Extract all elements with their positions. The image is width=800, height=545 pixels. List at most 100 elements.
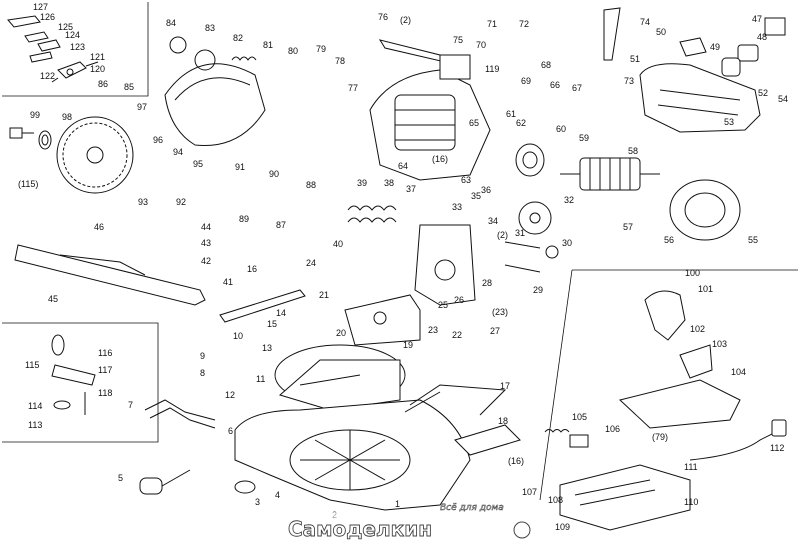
callout-82: 82 xyxy=(233,33,243,43)
callout-94: 94 xyxy=(173,147,183,157)
callout-16: 16 xyxy=(247,264,257,274)
callout-66: 66 xyxy=(550,80,560,90)
table-insert-15 xyxy=(219,289,306,323)
upper-blade-guard xyxy=(164,36,266,147)
stator xyxy=(669,179,741,241)
callout-59: 59 xyxy=(579,133,589,143)
callout-12: 12 xyxy=(225,390,235,400)
callout-41: 41 xyxy=(223,277,233,287)
bracketed-callout: (16) xyxy=(432,154,448,164)
callout-64: 64 xyxy=(398,161,408,171)
callout-52: 52 xyxy=(758,88,768,98)
washer-114 xyxy=(53,400,71,410)
callout-40: 40 xyxy=(333,239,343,249)
base-4 xyxy=(234,399,471,511)
callout-8: 8 xyxy=(200,368,205,378)
callout-3: 3 xyxy=(255,497,260,507)
callout-100: 100 xyxy=(685,268,700,278)
blade-bolt xyxy=(9,127,34,139)
callout-10: 10 xyxy=(233,331,243,341)
callout-126: 126 xyxy=(40,12,55,22)
callout-68: 68 xyxy=(541,60,551,70)
callout-55: 55 xyxy=(748,235,758,245)
turntable-13 xyxy=(274,344,406,411)
handle-assembly xyxy=(639,63,761,133)
callout-17: 17 xyxy=(500,381,510,391)
callout-33: 33 xyxy=(452,202,462,212)
callout-45: 45 xyxy=(48,294,58,304)
callout-109: 109 xyxy=(555,522,570,532)
callout-14: 14 xyxy=(276,308,286,318)
callout-13: 13 xyxy=(262,343,272,353)
callout-28: 28 xyxy=(482,278,492,288)
saw-blade xyxy=(56,116,134,194)
gear-icon xyxy=(513,521,531,539)
callout-36: 36 xyxy=(481,185,491,195)
handle-cover-101 xyxy=(644,290,686,341)
callout-32: 32 xyxy=(564,195,574,205)
motor-arm-housing xyxy=(369,39,491,181)
callout-119: 119 xyxy=(485,64,499,74)
callout-102: 102 xyxy=(690,324,705,334)
callout-99: 99 xyxy=(30,110,40,120)
callout-5: 5 xyxy=(118,473,123,483)
pivot-arm-26 xyxy=(414,224,476,306)
callout-62: 62 xyxy=(516,118,526,128)
watermark-tagline: Всё для дома xyxy=(440,503,504,513)
callout-46: 46 xyxy=(94,222,104,232)
callout-114: 114 xyxy=(28,401,42,411)
callout-90: 90 xyxy=(269,169,279,179)
callout-20: 20 xyxy=(336,328,346,338)
callout-48: 48 xyxy=(757,32,767,42)
callout-70: 70 xyxy=(476,40,486,50)
callout-53: 53 xyxy=(724,117,734,127)
callout-35: 35 xyxy=(471,191,481,201)
callout-labels: 1234567891011121314151617181920212223242… xyxy=(25,2,788,532)
switch-106 xyxy=(569,434,589,448)
callout-56: 56 xyxy=(664,235,674,245)
spring-105 xyxy=(544,429,570,433)
rod-7 xyxy=(144,399,216,429)
callout-9: 9 xyxy=(200,351,205,361)
callout-38: 38 xyxy=(384,178,394,188)
callout-47: 47 xyxy=(752,14,762,24)
callout-116: 116 xyxy=(98,348,112,358)
callout-83: 83 xyxy=(205,23,215,33)
callout-86: 86 xyxy=(98,79,108,89)
foot-3 xyxy=(234,480,256,494)
callout-91: 91 xyxy=(235,162,245,172)
callout-73: 73 xyxy=(624,76,634,86)
callout-63: 63 xyxy=(461,175,471,185)
pad-50 xyxy=(679,37,707,57)
callout-71: 71 xyxy=(487,19,497,29)
callout-15: 15 xyxy=(267,319,277,329)
callout-89: 89 xyxy=(239,214,249,224)
callout-27: 27 xyxy=(490,326,500,336)
callout-23: 23 xyxy=(428,325,438,335)
callout-72: 72 xyxy=(519,19,529,29)
callout-120: 120 xyxy=(90,64,105,74)
callout-34: 34 xyxy=(488,216,498,226)
callout-76: 76 xyxy=(378,12,388,22)
callout-111: 111 xyxy=(684,462,698,472)
callout-106: 106 xyxy=(605,424,620,434)
watermark: Всё для дома Самоделкин xyxy=(280,503,531,542)
callout-108: 108 xyxy=(548,495,563,505)
callout-37: 37 xyxy=(406,184,416,194)
callout-123: 123 xyxy=(70,42,85,52)
callout-101: 101 xyxy=(698,284,713,294)
bracketed-callout: (2) xyxy=(400,15,411,25)
callout-11: 11 xyxy=(256,374,265,384)
callout-78: 78 xyxy=(335,56,345,66)
callout-18: 18 xyxy=(498,416,508,426)
callout-92: 92 xyxy=(176,197,186,207)
callout-88: 88 xyxy=(306,180,316,190)
callout-79: 79 xyxy=(316,44,326,54)
callout-31: 31 xyxy=(515,228,525,238)
clip-set-group xyxy=(7,15,99,83)
callout-125: 125 xyxy=(58,22,73,32)
switch-49 xyxy=(721,57,741,77)
hold-down-knob-5 xyxy=(139,469,191,495)
bevel-bracket-19 xyxy=(344,294,421,346)
power-cord-112 xyxy=(689,419,787,461)
